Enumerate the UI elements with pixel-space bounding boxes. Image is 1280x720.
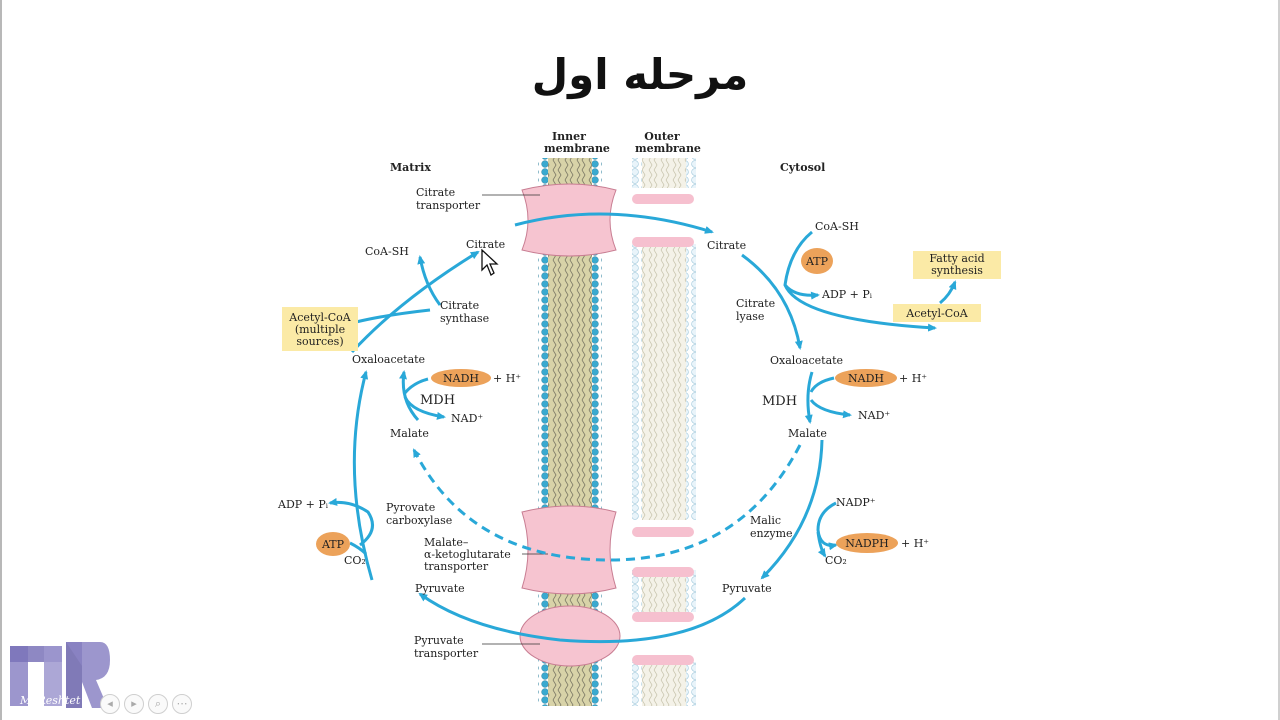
malate-transporter-protein	[521, 505, 617, 595]
cytosol-atp: ATP	[805, 255, 829, 268]
inner-membrane-label-2: membrane	[544, 142, 610, 155]
matrix-label: Matrix	[390, 161, 431, 174]
more-options-button[interactable]: ⋯	[172, 694, 192, 714]
citrate-transporter-label-2: transporter	[416, 199, 481, 212]
cytosol-citrate: Citrate	[707, 239, 746, 252]
cytosol-adp-pi: ADP + Pᵢ	[821, 288, 873, 301]
citrate-synthase-label-1: Citrate	[440, 299, 479, 312]
zoom-button[interactable]: ⌕	[148, 694, 168, 714]
cytosol-acetyl-coa: Acetyl-CoA	[905, 307, 969, 320]
matrix-nadh-pill	[431, 369, 491, 387]
matrix-malate: Malate	[390, 427, 429, 440]
matrix-co2: CO₂	[344, 554, 366, 567]
previous-slide-button[interactable]: ◂	[100, 694, 120, 714]
matrix-mdh: MDH	[420, 393, 455, 408]
outer-membrane-label-2: membrane	[635, 142, 701, 155]
cytosol-nadh-pill	[835, 369, 897, 387]
matrix-acetyl-coa-box	[282, 307, 358, 351]
malate-transporter-label-1: Malate–	[424, 536, 469, 549]
cytosol-atp-circle	[801, 248, 833, 274]
slide-frame-right	[1278, 0, 1280, 720]
cytosol-pyruvate: Pyruvate	[722, 582, 772, 595]
slide-title: مرحله اول	[531, 50, 749, 99]
matrix-adp-pi: ADP + Pᵢ	[277, 498, 329, 511]
matrix-acetyl-coa-3: sources)	[296, 335, 343, 348]
pyruvate-carboxylase-label-1: Pyrovate	[386, 501, 435, 514]
malate-transporter-label-3: transporter	[424, 560, 489, 573]
pyruvate-carboxylase-label-2: carboxylase	[386, 514, 452, 527]
matrix-acetyl-coa-2: (multiple	[295, 323, 345, 336]
cytosol-nadh: NADH	[848, 372, 884, 385]
matrix-pyruvate: Pyruvate	[415, 582, 465, 595]
malic-enzyme-label-1: Malic	[750, 514, 781, 527]
outer-membrane	[630, 158, 698, 706]
matrix-nad-plus: NAD⁺	[451, 412, 483, 425]
matrix-citrate: Citrate	[466, 238, 505, 251]
cytosol-malate: Malate	[788, 427, 827, 440]
cytosol-h-plus: + H⁺	[899, 372, 927, 385]
citrate-transporter-label-1: Citrate	[416, 186, 455, 199]
channel-logo	[10, 642, 110, 708]
channel-logo-text: MyReshtet	[20, 694, 81, 707]
pathway-arrows	[328, 212, 957, 644]
malic-enzyme-label-2: enzyme	[750, 527, 793, 540]
cytosol-co2: CO₂	[825, 554, 847, 567]
cytosol-coa-sh: CoA-SH	[815, 220, 859, 233]
fatty-acid-label-1: Fatty acid	[929, 252, 984, 265]
mouse-pointer-icon	[481, 249, 499, 276]
inner-membrane-label-1: Inner	[552, 130, 586, 143]
cytosol-nadph-pill	[836, 533, 898, 553]
cytosol-mdh: MDH	[762, 394, 797, 409]
matrix-acetyl-coa-1: Acetyl-CoA	[288, 311, 352, 324]
pyruvate-transporter-label-1: Pyruvate	[414, 634, 464, 647]
cytosol-label: Cytosol	[780, 161, 825, 174]
cytosol-oxaloacetate: Oxaloacetate	[770, 354, 843, 367]
citrate-lyase-label-2: lyase	[736, 310, 764, 323]
cytosol-acetyl-coa-box	[893, 304, 981, 322]
citrate-synthase-label-2: synthase	[440, 312, 489, 325]
matrix-atp-circle	[316, 532, 350, 556]
cytosol-h-plus-2: + H⁺	[901, 537, 929, 550]
outer-membrane-label-1: Outer	[644, 130, 680, 143]
pyruvate-transporter-protein	[519, 605, 621, 667]
fatty-acid-label-2: synthesis	[931, 264, 983, 277]
cytosol-nadp-plus: NADP⁺	[836, 496, 876, 509]
cytosol-nad-plus: NAD⁺	[858, 409, 890, 422]
slide-frame-left	[0, 0, 2, 720]
malate-transporter-label-2: α-ketoglutarate	[424, 548, 511, 561]
citrate-transporter-protein	[521, 183, 617, 257]
matrix-coa-sh: CoA-SH	[365, 245, 409, 258]
citrate-lyase-label-1: Citrate	[736, 297, 775, 310]
cytosol-nadph: NADPH	[845, 537, 888, 550]
slide-controls: ◂ ▸ ⌕ ⋯	[100, 694, 192, 714]
pyruvate-transporter-label-2: transporter	[414, 647, 479, 660]
matrix-atp: ATP	[321, 538, 345, 551]
next-slide-button[interactable]: ▸	[124, 694, 144, 714]
matrix-h-plus: + H⁺	[493, 372, 521, 385]
matrix-nadh: NADH	[443, 372, 479, 385]
matrix-oxaloacetate: Oxaloacetate	[352, 353, 425, 366]
fatty-acid-box	[913, 251, 1001, 279]
